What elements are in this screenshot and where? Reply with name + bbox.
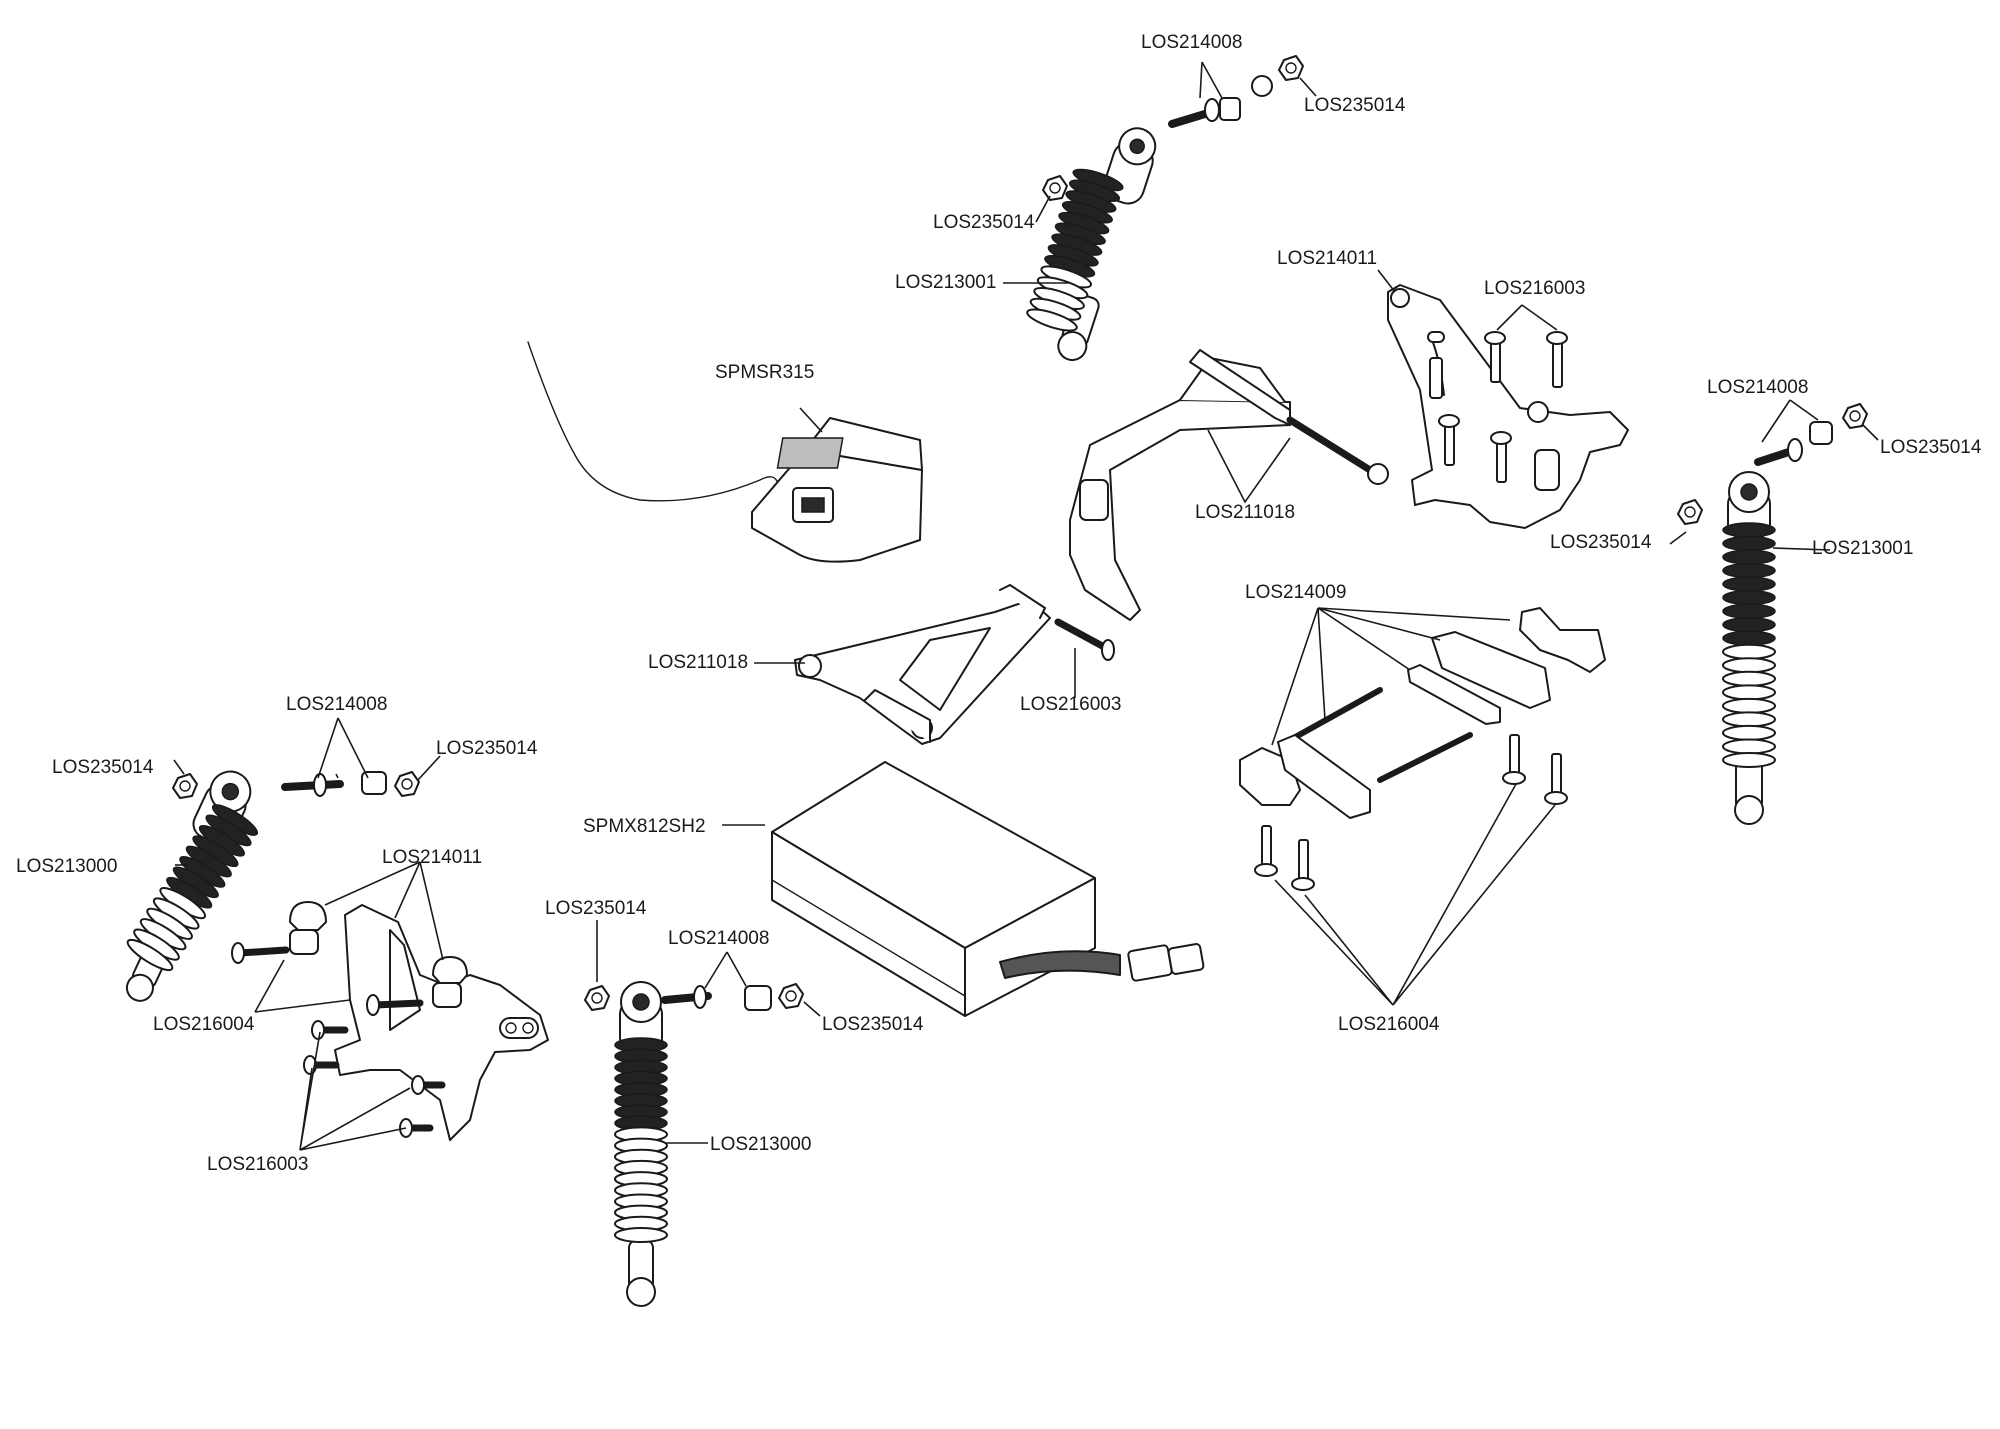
shock-coil [126, 938, 174, 972]
shock-bolt-right [1754, 403, 1868, 466]
shock-bolt-top [1168, 55, 1304, 128]
shock-coil [1722, 657, 1776, 674]
shock-coil [1722, 724, 1776, 741]
shock-coil [1722, 752, 1776, 768]
label-hinge-screws: LOS216004 [1338, 1014, 1440, 1035]
shock-left [125, 770, 259, 1002]
ball-studs-left-tower [289, 901, 468, 1008]
shock-coil [1722, 630, 1776, 646]
shock-coil [1722, 549, 1776, 565]
shock-bolt-middle [661, 983, 804, 1011]
label-right-shock-body: LOS213001 [1812, 538, 1913, 559]
label-mid-shock-body: LOS213000 [710, 1134, 811, 1155]
front-brace [794, 584, 1051, 745]
label-right-shock-nut-top: LOS235014 [1880, 437, 1982, 458]
shock-coil [1722, 643, 1776, 660]
leader-lines [173, 61, 1879, 1151]
center-brace [1069, 349, 1389, 621]
label-left-shock-body: LOS213000 [16, 856, 117, 877]
shock-coil [1722, 616, 1776, 633]
hinge-pin-set [1239, 607, 1606, 819]
nut-top-left [1042, 175, 1068, 201]
receiver-spmsr315 [527, 341, 923, 563]
label-mid-shock-nut-right: LOS235014 [822, 1014, 924, 1035]
shock-coil [1722, 576, 1776, 592]
label-left-tower-screws-a: LOS216004 [153, 1014, 255, 1035]
label-receiver: SPMSR315 [715, 362, 814, 383]
shock-coil [1722, 697, 1776, 714]
shock-coil [1722, 522, 1776, 538]
shock-tower-left [334, 904, 549, 1141]
shock-coil [1722, 670, 1776, 687]
shock-coil [1722, 603, 1776, 619]
shock-coil [1722, 711, 1776, 728]
shock-coil [614, 1227, 668, 1243]
label-left-shock-bolt: LOS214008 [286, 694, 387, 715]
screw-front-brace [1054, 618, 1115, 661]
shock-coil [1722, 738, 1776, 755]
label-top-tower-screws: LOS216003 [1484, 278, 1585, 299]
shock-coil [1722, 562, 1776, 579]
label-top-shock-nut-left: LOS235014 [933, 212, 1035, 233]
label-right-shock-nut-left: LOS235014 [1550, 532, 1652, 553]
shock-coil [1722, 589, 1776, 606]
shock-tower-top [1387, 284, 1629, 529]
part-labels: LOS214008 LOS235014 LOS235014 LOS213001 … [16, 32, 1982, 1175]
battery-spmx812sh2 [771, 761, 1205, 1017]
label-top-tower: LOS214011 [1277, 248, 1377, 269]
screws-top-tower [1438, 331, 1568, 483]
label-hinge-set: LOS214009 [1245, 582, 1346, 603]
shock-bolt-left [281, 771, 420, 797]
nut-middle-left [584, 985, 610, 1011]
shock-top-center [1026, 127, 1157, 362]
label-front-brace-screw: LOS216003 [1020, 694, 1121, 715]
shock-right [1722, 471, 1776, 825]
label-mid-shock-nut-left: LOS235014 [545, 898, 647, 919]
label-battery: SPMX812SH2 [583, 816, 706, 837]
screws-hinge [1254, 734, 1568, 891]
label-mid-shock-bolt: LOS214008 [668, 928, 769, 949]
label-center-brace: LOS211018 [1195, 502, 1295, 523]
label-left-tower-screws-b: LOS216003 [207, 1154, 308, 1175]
nut-right-left [1677, 499, 1703, 525]
label-top-shock-body: LOS213001 [895, 272, 996, 293]
shock-coil [1722, 535, 1776, 552]
label-left-shock-nut-right: LOS235014 [436, 738, 538, 759]
label-top-shock-bolt: LOS214008 [1141, 32, 1242, 53]
label-left-shock-nut-left: LOS235014 [52, 757, 154, 778]
shock-coil [1026, 308, 1078, 332]
label-front-brace: LOS211018 [648, 652, 748, 673]
label-top-shock-nut-right: LOS235014 [1304, 95, 1406, 116]
label-left-tower: LOS214011 [382, 847, 482, 868]
label-right-shock-bolt: LOS214008 [1707, 377, 1808, 398]
shock-middle [614, 981, 668, 1307]
shock-coil [1722, 684, 1776, 701]
nut-left-left [172, 773, 198, 799]
